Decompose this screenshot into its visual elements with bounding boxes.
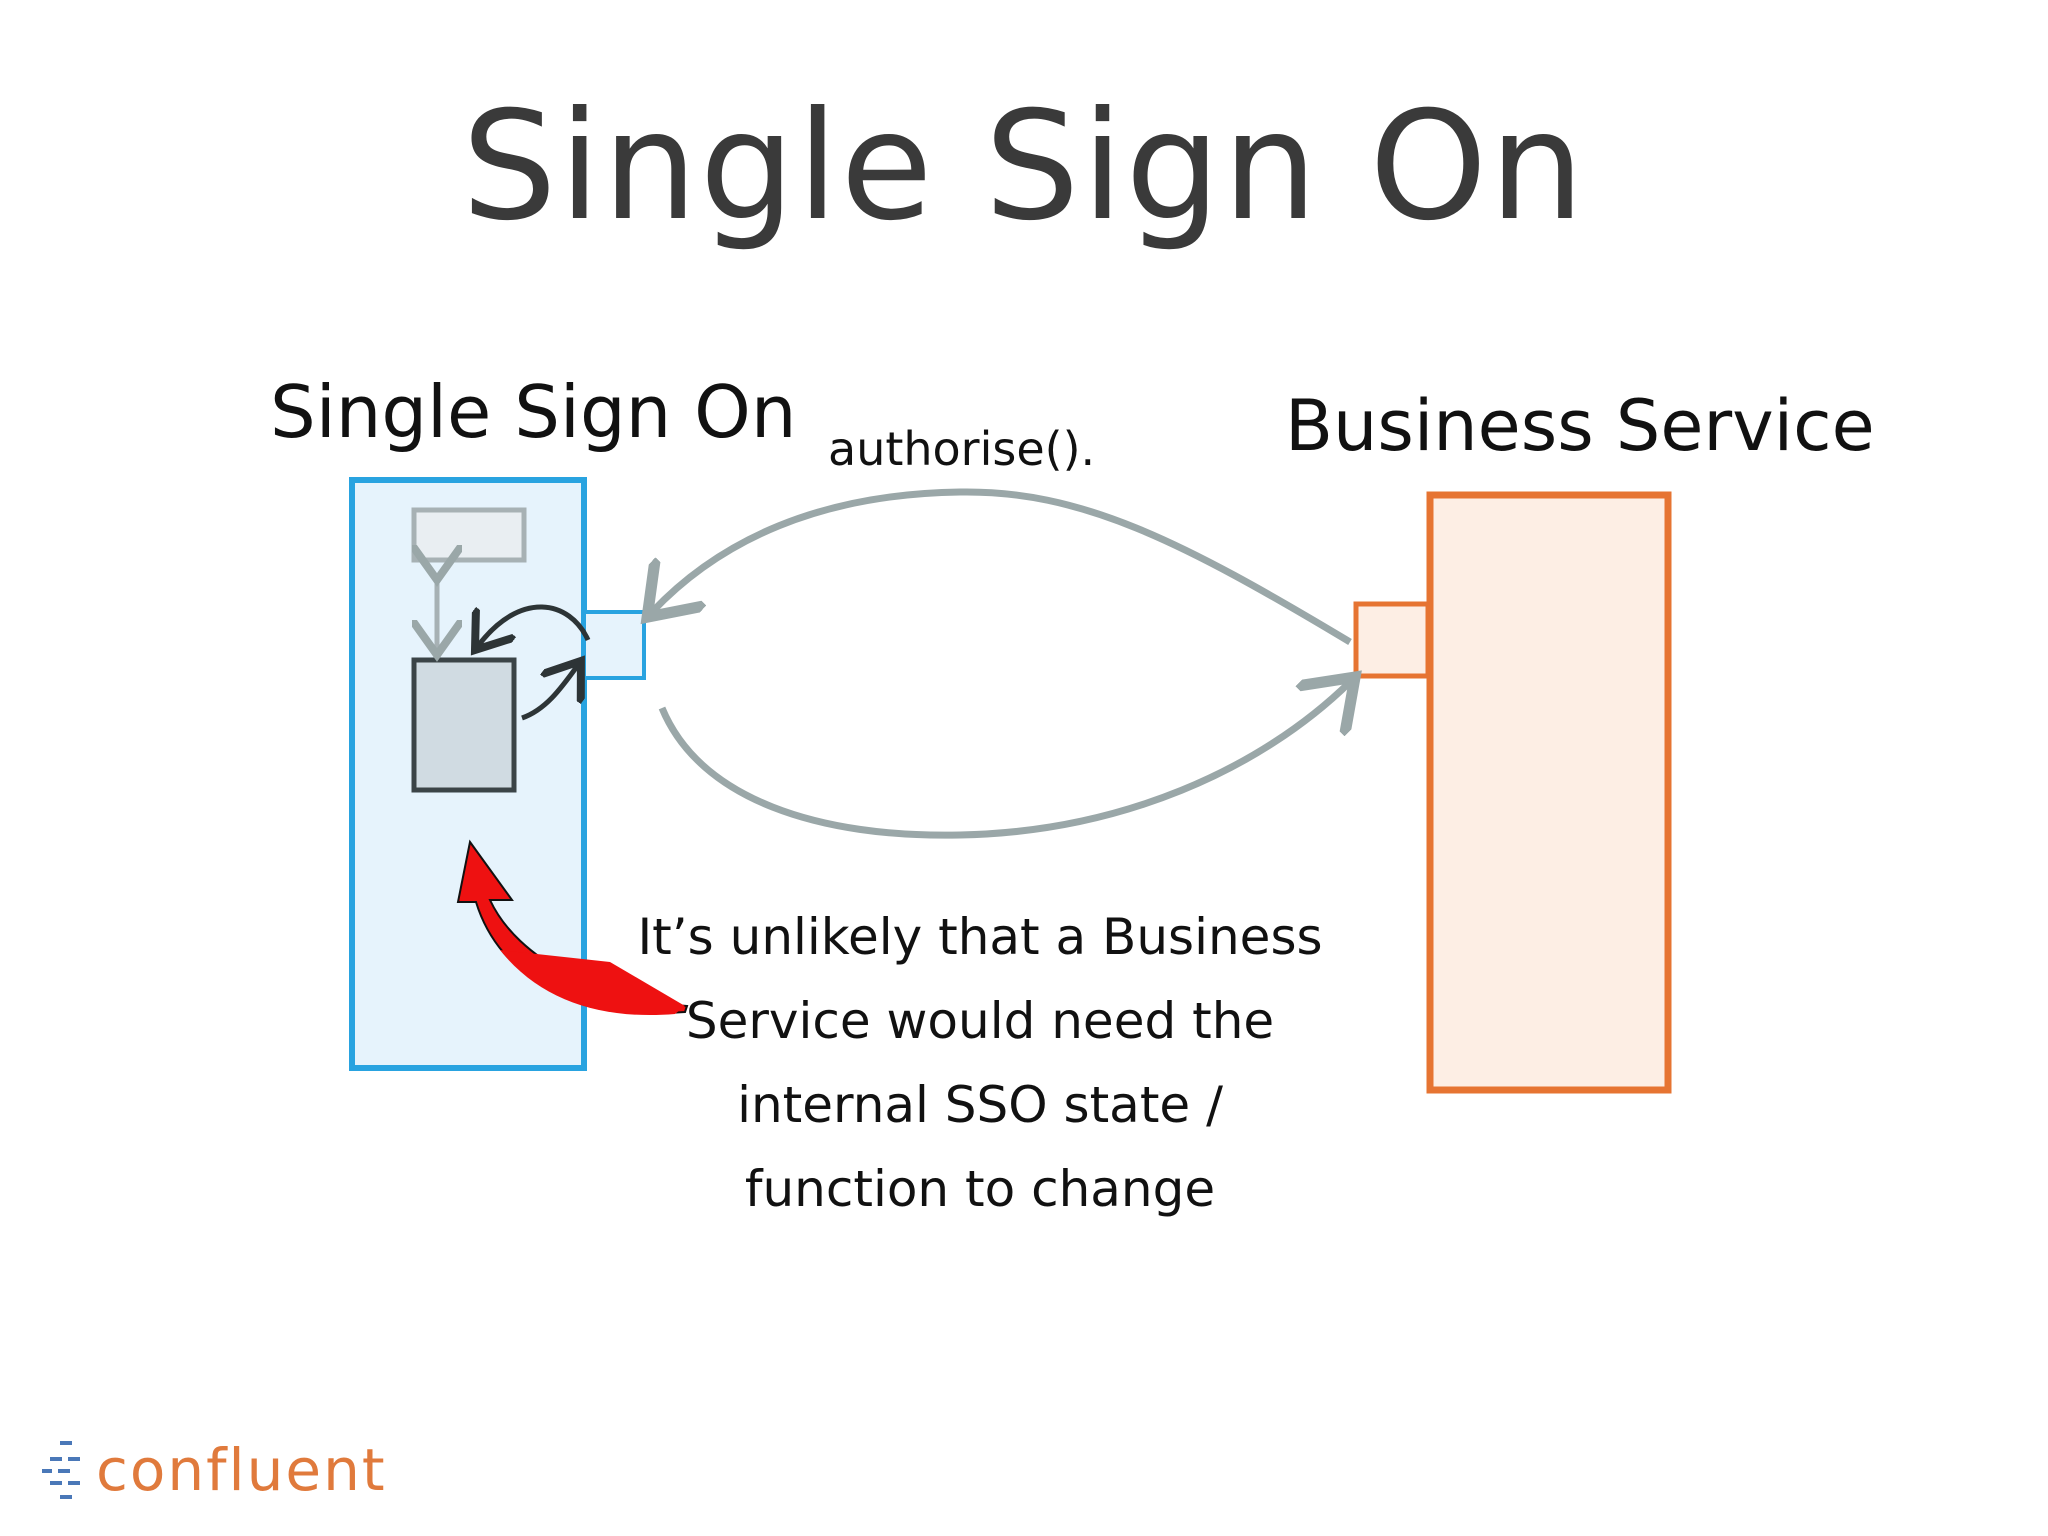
note-line-4: function to change — [744, 1160, 1216, 1218]
business-service-box — [1426, 491, 1672, 1094]
sso-interface-port — [582, 610, 646, 680]
callout-note: It’s unlikely that a Business Service wo… — [630, 895, 1330, 1231]
authorise-call-label: authorise(). — [828, 422, 1096, 476]
port-to-function-arrow — [478, 604, 591, 646]
note-line-1: It’s unlikely that a Business — [637, 908, 1323, 966]
slide-title: Single Sign On — [461, 80, 1587, 254]
sso-service-label: Single Sign On — [270, 370, 797, 454]
business-service-label: Business Service — [1285, 385, 1875, 467]
authorise-request-arrow — [652, 488, 1352, 646]
confluent-wordmark: confluent — [96, 1436, 387, 1504]
confluent-mark-icon — [42, 1441, 80, 1499]
function-to-port-arrow — [521, 665, 578, 721]
sso-internal-state-box — [411, 507, 527, 563]
note-line-3: internal SSO state / — [737, 1076, 1223, 1134]
sso-internal-function-box — [411, 657, 517, 793]
note-line-2: Service would need the — [685, 992, 1275, 1050]
red-callout-arrow-body — [500, 950, 685, 1016]
confluent-logo: confluent — [40, 1430, 387, 1510]
authorise-response-arrow — [658, 682, 1350, 839]
business-interface-port — [1353, 601, 1431, 679]
